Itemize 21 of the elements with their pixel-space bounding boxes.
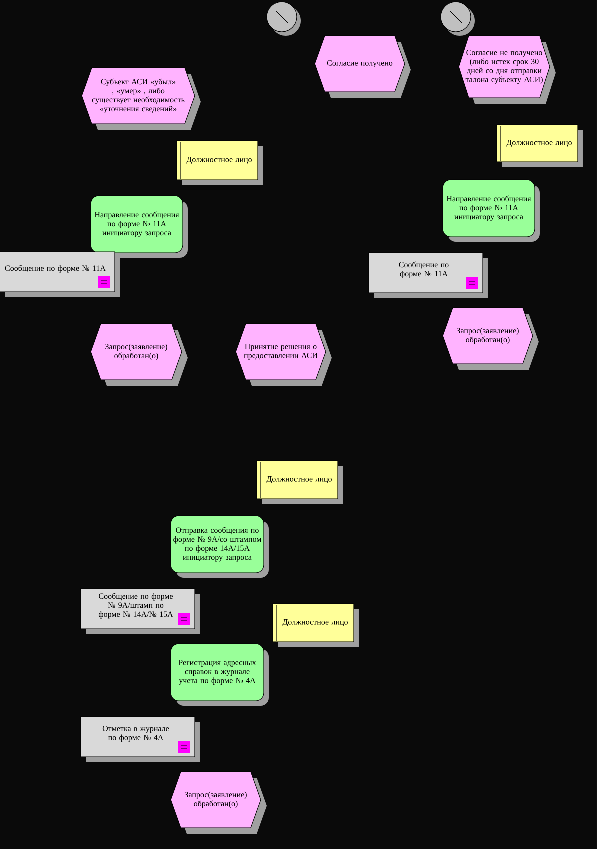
role-box: Должностное лицо bbox=[176, 140, 263, 185]
role-box: Должностное лицо bbox=[496, 124, 583, 167]
event-hexagon: Согласие не получено (либо истек срок 30 дней со дня отправки талона субъекту АСИ) bbox=[458, 36, 556, 104]
function-box: Направление сообщения по форме № 11А инициатору запроса bbox=[90, 196, 188, 258]
xor-connector bbox=[440, 2, 475, 36]
document-box: Сообщение по форме № 9А/штамп по форме № 14А/№ 15А bbox=[80, 588, 200, 634]
event-hexagon: Запрос(заявление) обработан(о) bbox=[442, 308, 539, 370]
function-box: Регистрация адресных справок в журнале учета по форме № 4А bbox=[170, 644, 269, 706]
event-hexagon: Принятие решения о предоставлении АСИ bbox=[236, 324, 332, 386]
document-box: Отметка в журнале по форме № 4А bbox=[80, 716, 200, 762]
event-hexagon: Запрос(заявление) обработан(о) bbox=[90, 324, 188, 386]
event-hexagon: Субъект АСИ «убыл» , «умер» , либо существует необходимость «уточнения сведений» bbox=[82, 68, 201, 130]
role-box: Должностное лицо bbox=[272, 604, 359, 647]
event-hexagon: Согласие получено bbox=[314, 36, 411, 98]
event-hexagon: Запрос(заявление) обработан(о) bbox=[170, 772, 267, 834]
document-box: Сообщение по форме № 11А bbox=[0, 252, 120, 297]
role-box: Должностное лицо bbox=[256, 460, 343, 504]
xor-connector bbox=[266, 2, 301, 36]
document-box: Сообщение по форме № 11А bbox=[368, 252, 488, 298]
function-box: Отправка сообщения по форме № 9А/со штампом по форме 14А/15А инициатору запроса bbox=[170, 516, 269, 578]
function-box: Направление сообщения по форме № 11А инициатору запроса bbox=[442, 180, 540, 242]
